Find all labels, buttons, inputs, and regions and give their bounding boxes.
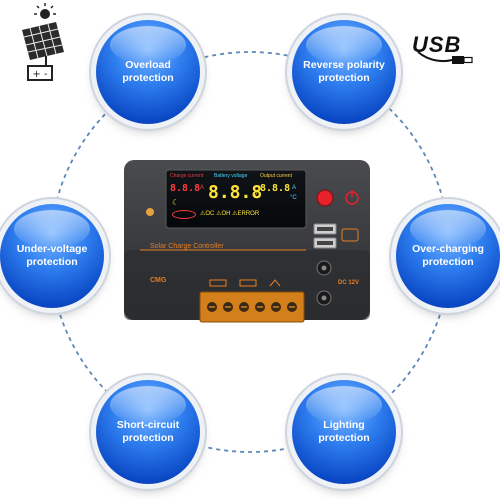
warning-icon: ⚠ [232,211,238,217]
bubble-label-line1: Lighting [323,419,365,432]
warning-led-icon [146,208,154,216]
lcd-header-left: Charge current [170,173,204,179]
lcd-header-right: Output current [260,173,292,179]
terminal-block [199,291,305,323]
device-name-label: Solar Charge Controller [150,243,224,250]
bubble-label-line2: protection [26,256,78,268]
battery-oval-icon [172,210,196,219]
lcd-unit-v: V [253,193,258,199]
bubble-label-line2: protection [422,256,474,268]
lcd-digits-right: 8.8.8 [260,183,291,194]
usb-symbol-icon [341,228,359,242]
usb-cable-icon [417,51,473,64]
bubble-label-line1: Under-voltage [16,243,88,256]
brand-label: CMG [150,277,167,284]
lcd-digits-mid: 8.8.8 [208,182,263,203]
warning-icon: ⚠ [200,211,206,217]
lcd-unit-a2: A [292,185,297,191]
bubble-label-line2: protection [318,72,370,84]
lcd-digits-left: 8.8.8 [170,183,201,194]
dc-voltage-label: DC 12V [338,280,360,286]
lcd-status-error: ERROR [237,211,260,217]
power-button [316,189,334,207]
usb-logo: USB [412,32,462,57]
solar-panel-icon: + - [22,3,64,81]
lcd-header-mid: Battery voltage [214,173,248,179]
lcd-unit-a1: A [200,185,205,191]
charge-controller-device [124,160,370,323]
lcd-unit-c: °C [290,195,297,201]
lcd-status-oc: OC [205,211,215,217]
lcd-status-oh: OH [221,211,231,217]
bubble-label-line1: Over-charging [412,243,484,256]
bubble-label-line1: Overload [125,59,171,72]
bubble-label-line2: protection [318,432,370,444]
warning-icon: ⚠ [216,211,222,217]
bubble-label-line2: protection [122,432,174,444]
lcd-content: Charge current Battery voltage Output cu… [170,173,302,227]
lcd-status-row: ⚠OC ⚠OH ⚠ERROR [200,210,259,217]
bubble-label-line2: protection [122,72,174,84]
bubble-label-line1: Reverse polarity [303,59,385,72]
lcd-screen [165,169,307,229]
bubble-label-line1: Short-circuit [116,419,180,432]
svg-text:+ -: + - [32,69,48,80]
terminal-symbols [209,279,281,287]
moon-icon: ☾ [172,198,180,207]
